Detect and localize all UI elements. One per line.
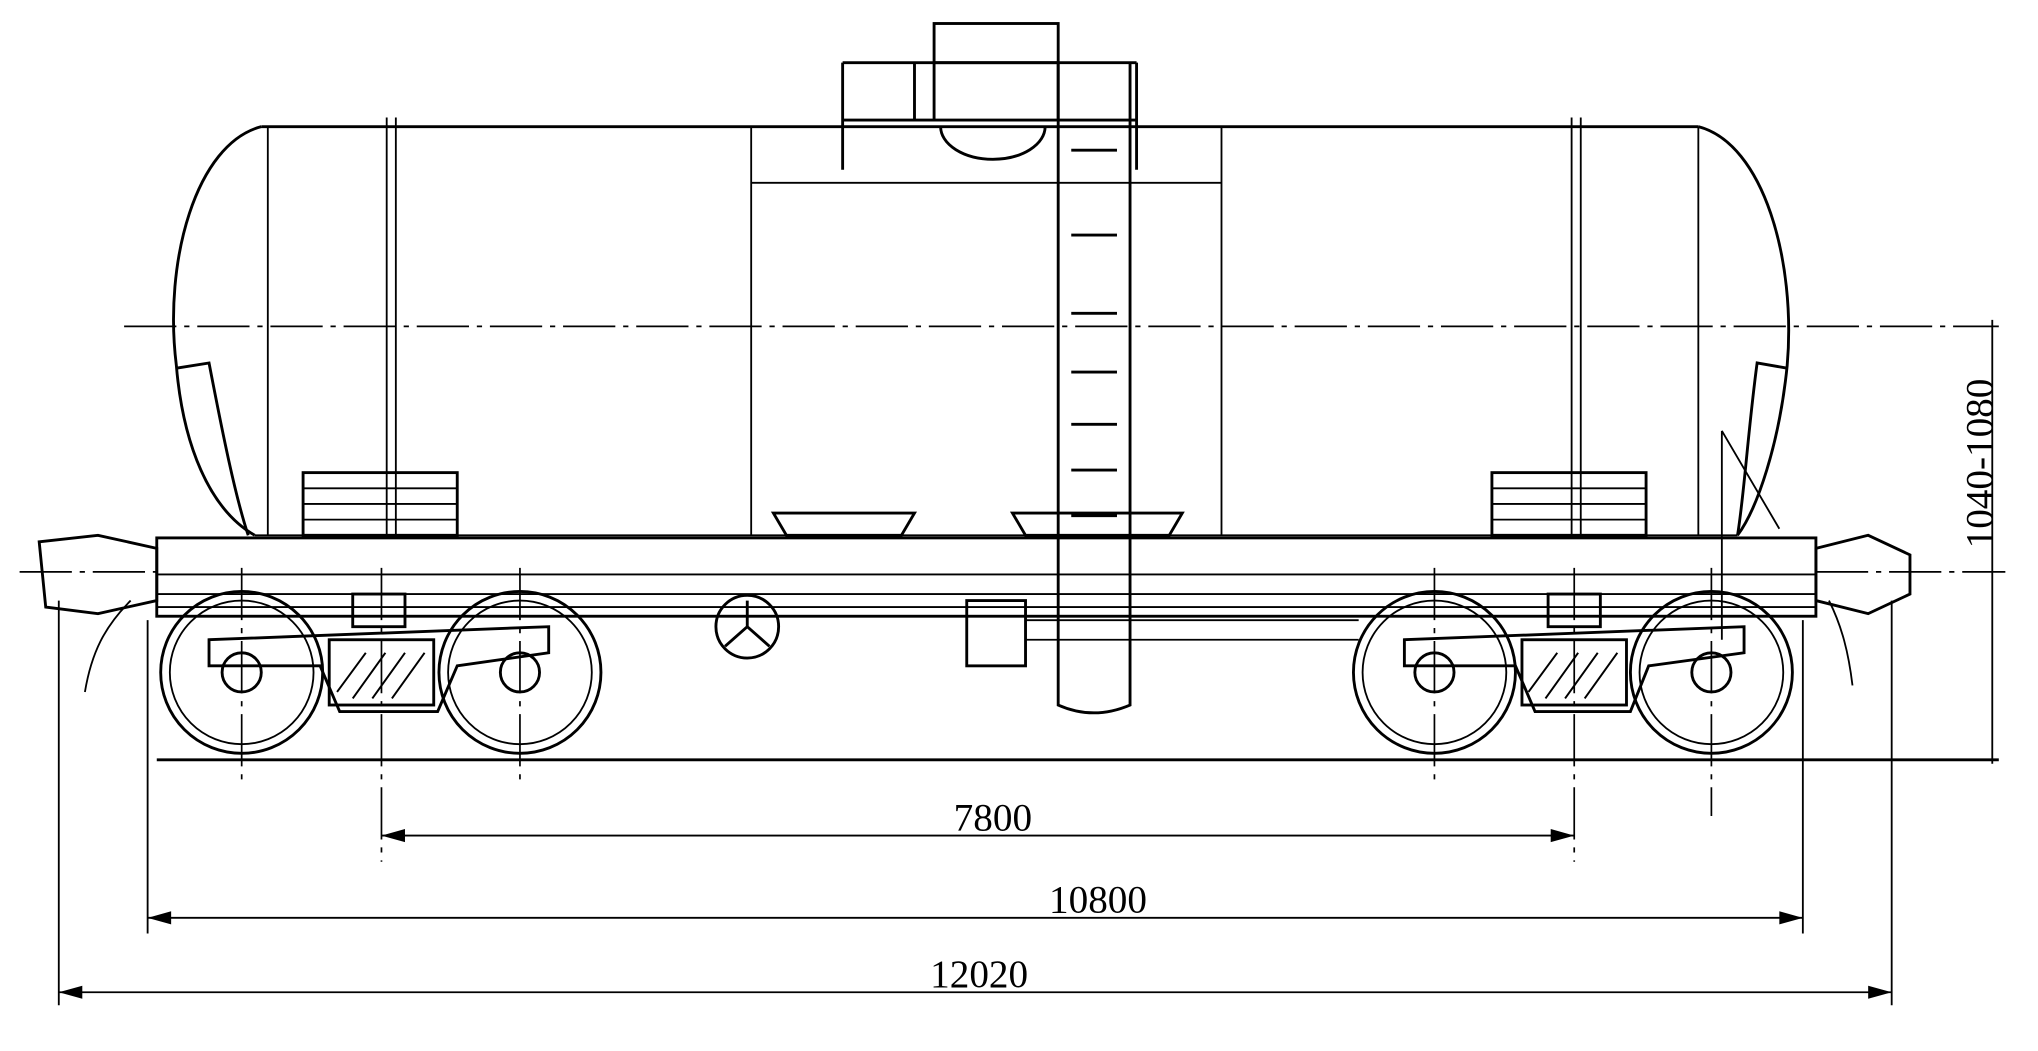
underframe [37,430,1912,693]
dimension-bogie-centers: 7800 [954,796,1032,839]
dimension-lines [57,319,1994,1006]
body-supports [301,471,1648,537]
dimension-frame-length: 10800 [1049,879,1147,922]
dimension-overall-length: 12020 [930,953,1028,996]
ladder [1056,62,1132,715]
dome [841,22,1139,170]
dimension-coupler-height: 1040-1080 [1958,379,2001,549]
